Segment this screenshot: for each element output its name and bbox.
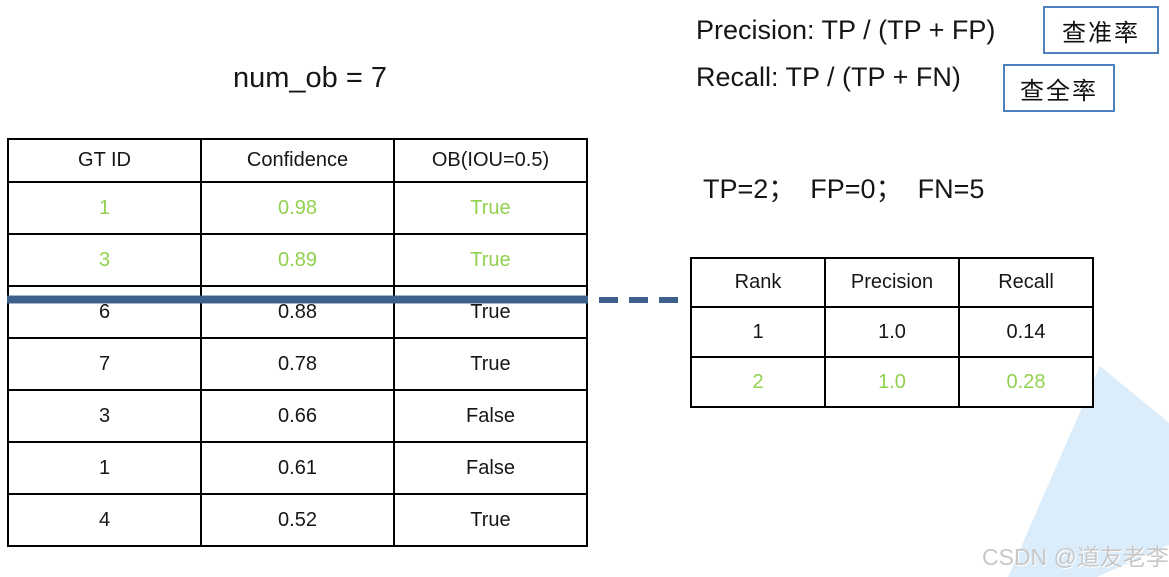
col-header-gt-id: GT ID xyxy=(7,138,202,183)
cell-confidence: 0.98 xyxy=(200,181,395,235)
table-row: 1 0.61 False xyxy=(7,441,588,495)
precision-cn-label-box: 查准率 xyxy=(1043,6,1159,54)
cell-ob: True xyxy=(393,337,588,391)
table-row: 6 0.88 True xyxy=(7,285,588,339)
precision-cn-label: 查准率 xyxy=(1062,18,1140,47)
table-row: 7 0.78 True xyxy=(7,337,588,391)
cell-confidence: 0.66 xyxy=(200,389,395,443)
cell-ob: False xyxy=(393,441,588,495)
table-row: 4 0.52 True xyxy=(7,493,588,547)
threshold-connector-dashes xyxy=(599,297,683,303)
cell-ob: True xyxy=(393,493,588,547)
cell-confidence: 0.88 xyxy=(200,285,395,339)
cell-precision: 1.0 xyxy=(824,306,960,358)
col-header-ob: OB(IOU=0.5) xyxy=(393,138,588,183)
recall-cn-label-box: 查全率 xyxy=(1003,64,1115,112)
cell-gt-id: 6 xyxy=(7,285,202,339)
table-row: 1 0.98 True xyxy=(7,181,588,235)
cell-recall: 0.28 xyxy=(958,356,1094,408)
table-row: 3 0.89 True xyxy=(7,233,588,287)
col-header-recall: Recall xyxy=(958,257,1094,308)
cell-confidence: 0.78 xyxy=(200,337,395,391)
table-row: 3 0.66 False xyxy=(7,389,588,443)
cell-rank: 2 xyxy=(690,356,826,408)
cell-confidence: 0.61 xyxy=(200,441,395,495)
table-row: 1 1.0 0.14 xyxy=(690,306,1094,358)
rank-threshold-line xyxy=(7,296,588,303)
cell-ob: False xyxy=(393,389,588,443)
watermark-text: CSDN @道友老李 xyxy=(982,544,1169,570)
cell-recall: 0.14 xyxy=(958,306,1094,358)
cell-confidence: 0.89 xyxy=(200,233,395,287)
cell-gt-id: 3 xyxy=(7,233,202,287)
cell-ob: True xyxy=(393,181,588,235)
cell-rank: 1 xyxy=(690,306,826,358)
pr-header-row: Rank Precision Recall xyxy=(690,257,1094,308)
detections-header-row: GT ID Confidence OB(IOU=0.5) xyxy=(7,138,588,183)
cell-ob: True xyxy=(393,285,588,339)
cell-confidence: 0.52 xyxy=(200,493,395,547)
col-header-confidence: Confidence xyxy=(200,138,395,183)
cell-gt-id: 7 xyxy=(7,337,202,391)
col-header-rank: Rank xyxy=(690,257,826,308)
cell-gt-id: 3 xyxy=(7,389,202,443)
col-header-precision: Precision xyxy=(824,257,960,308)
cell-gt-id: 1 xyxy=(7,181,202,235)
table-row: 2 1.0 0.28 xyxy=(690,356,1094,408)
precision-formula: Precision: TP / (TP + FP) xyxy=(696,15,996,45)
cell-precision: 1.0 xyxy=(824,356,960,408)
tp-fp-fn-counts: TP=2； FP=0； FN=5 xyxy=(703,174,985,204)
cell-gt-id: 4 xyxy=(7,493,202,547)
cell-ob: True xyxy=(393,233,588,287)
cell-gt-id: 1 xyxy=(7,441,202,495)
recall-cn-label: 查全率 xyxy=(1020,76,1098,105)
recall-formula: Recall: TP / (TP + FN) xyxy=(696,62,961,92)
detections-table: GT ID Confidence OB(IOU=0.5) 1 0.98 True… xyxy=(7,138,588,547)
page-title: num_ob = 7 xyxy=(233,62,387,94)
precision-recall-table: Rank Precision Recall 1 1.0 0.14 2 1.0 0… xyxy=(690,257,1094,408)
